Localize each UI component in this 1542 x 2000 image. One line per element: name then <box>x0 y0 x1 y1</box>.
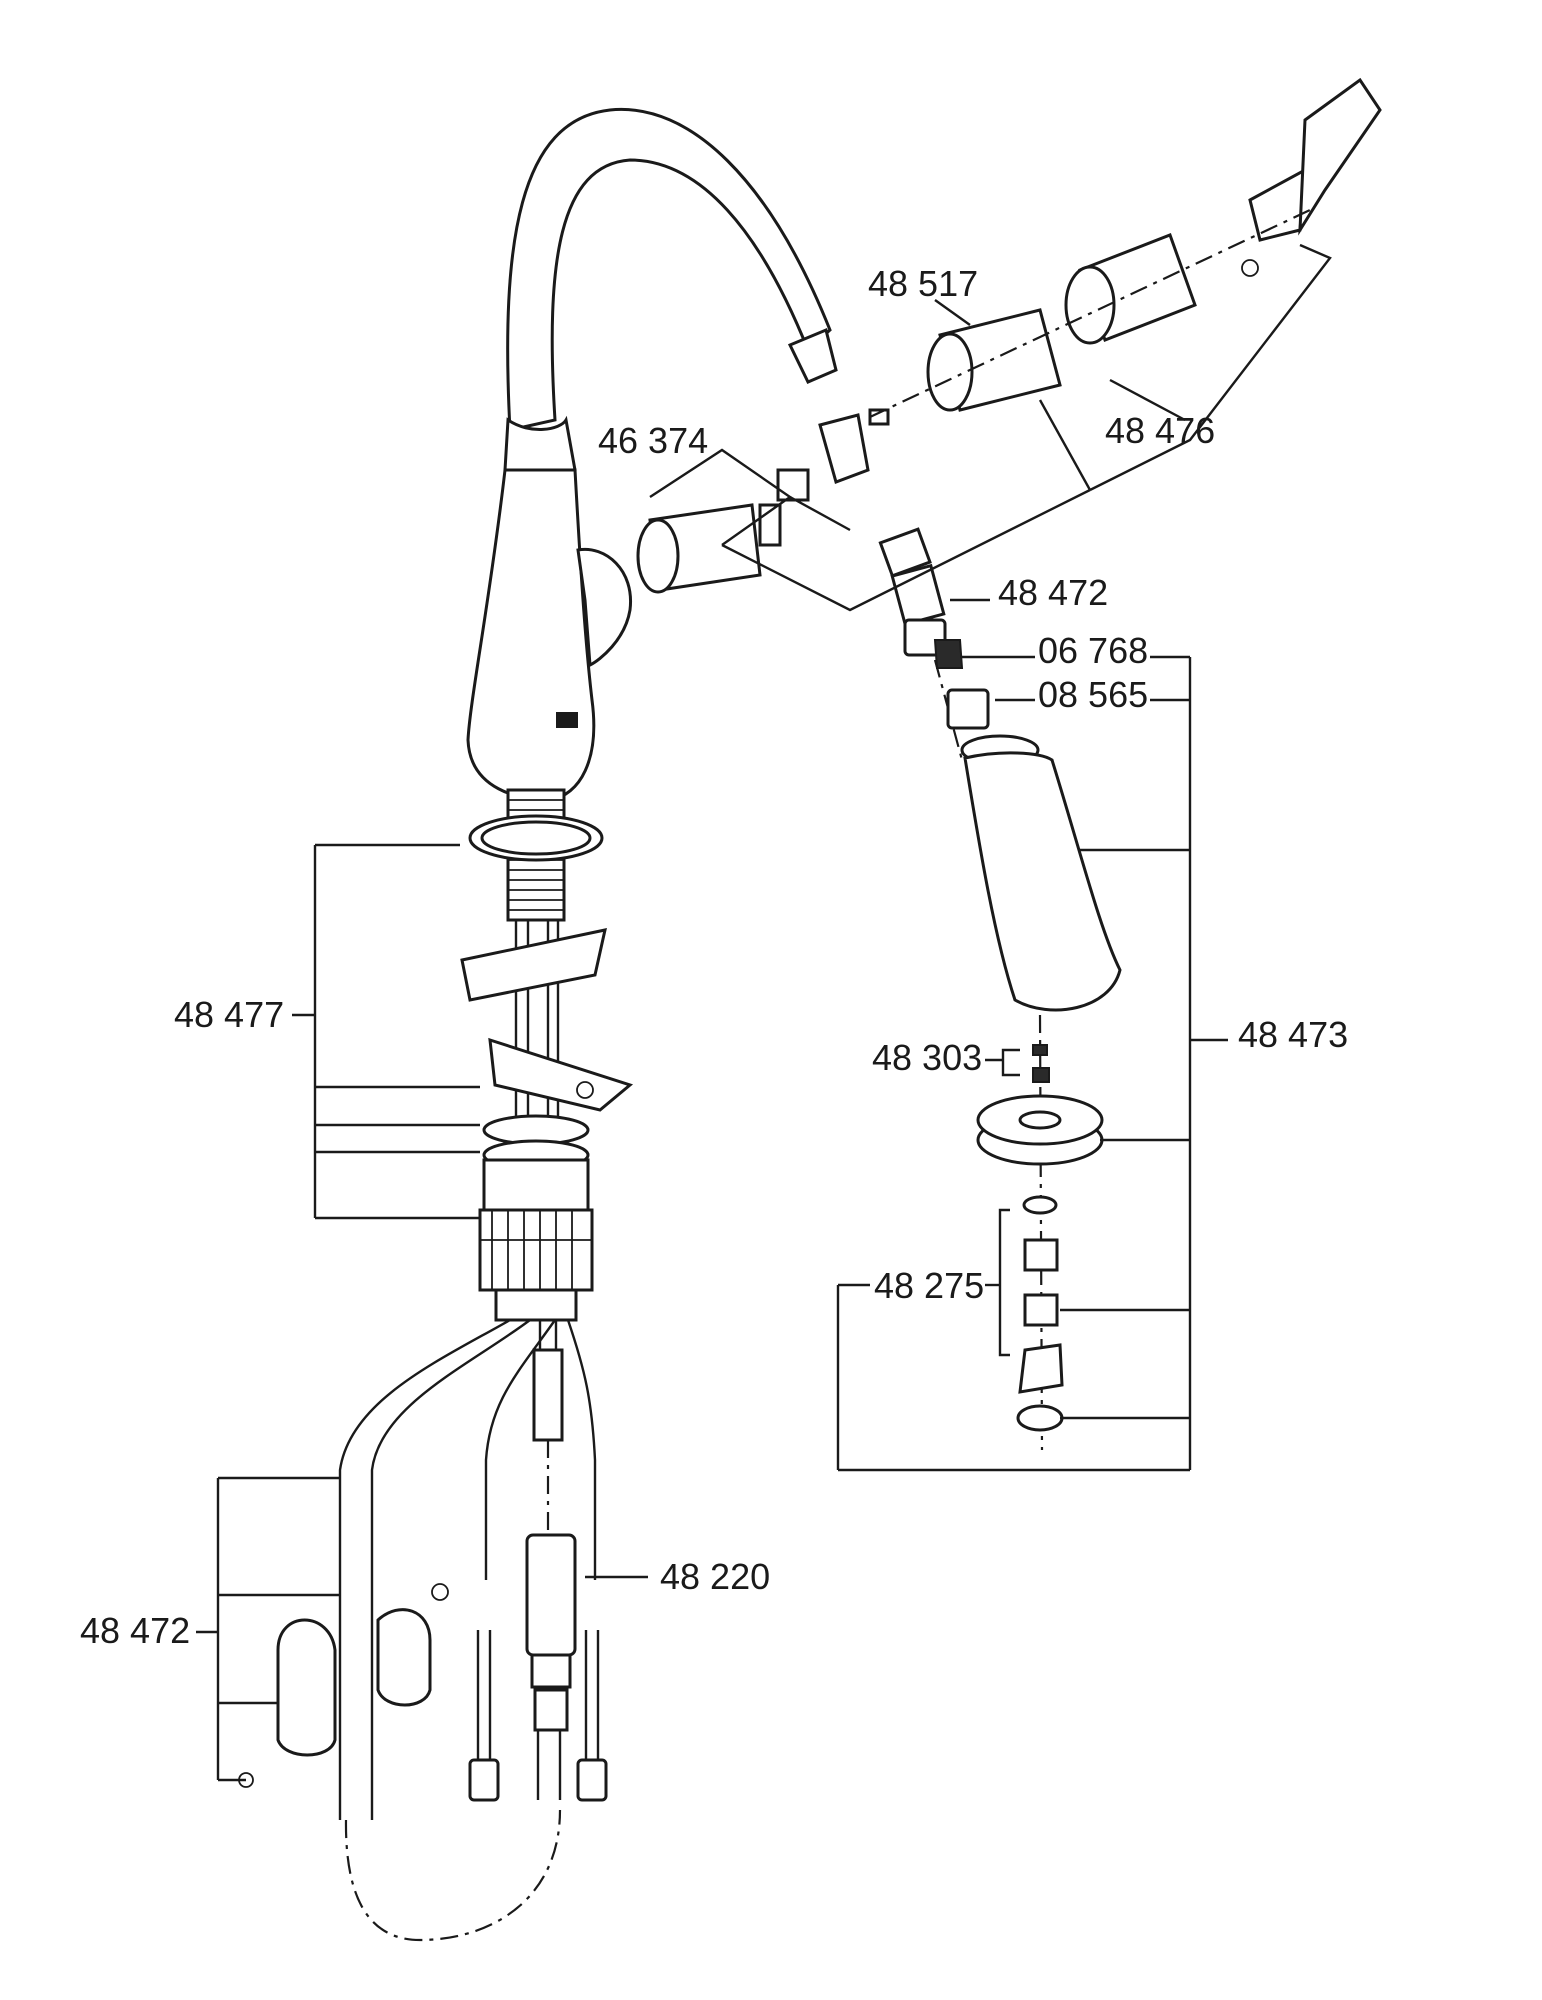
label-48472-bottom: 48 472 <box>80 1610 190 1651</box>
spray-head-group <box>878 527 1122 1451</box>
label-08565: 08 565 <box>1038 674 1148 715</box>
label-46374: 46 374 <box>598 420 708 461</box>
label-48517: 48 517 <box>868 263 978 304</box>
label-48303: 48 303 <box>872 1037 982 1078</box>
label-48275: 48 275 <box>874 1265 984 1306</box>
part-labels: 46 374 48 517 48 476 48 472 06 768 08 56… <box>80 263 1348 1651</box>
leader-lines <box>196 243 1332 1782</box>
label-48220: 48 220 <box>660 1556 770 1597</box>
label-48472-top: 48 472 <box>998 572 1108 613</box>
label-48477: 48 477 <box>174 994 284 1035</box>
cartridge-group <box>636 77 1382 594</box>
faucet-body <box>238 107 838 1942</box>
label-06768: 06 768 <box>1038 630 1148 671</box>
label-48473: 48 473 <box>1238 1014 1348 1055</box>
label-48476: 48 476 <box>1105 410 1215 451</box>
